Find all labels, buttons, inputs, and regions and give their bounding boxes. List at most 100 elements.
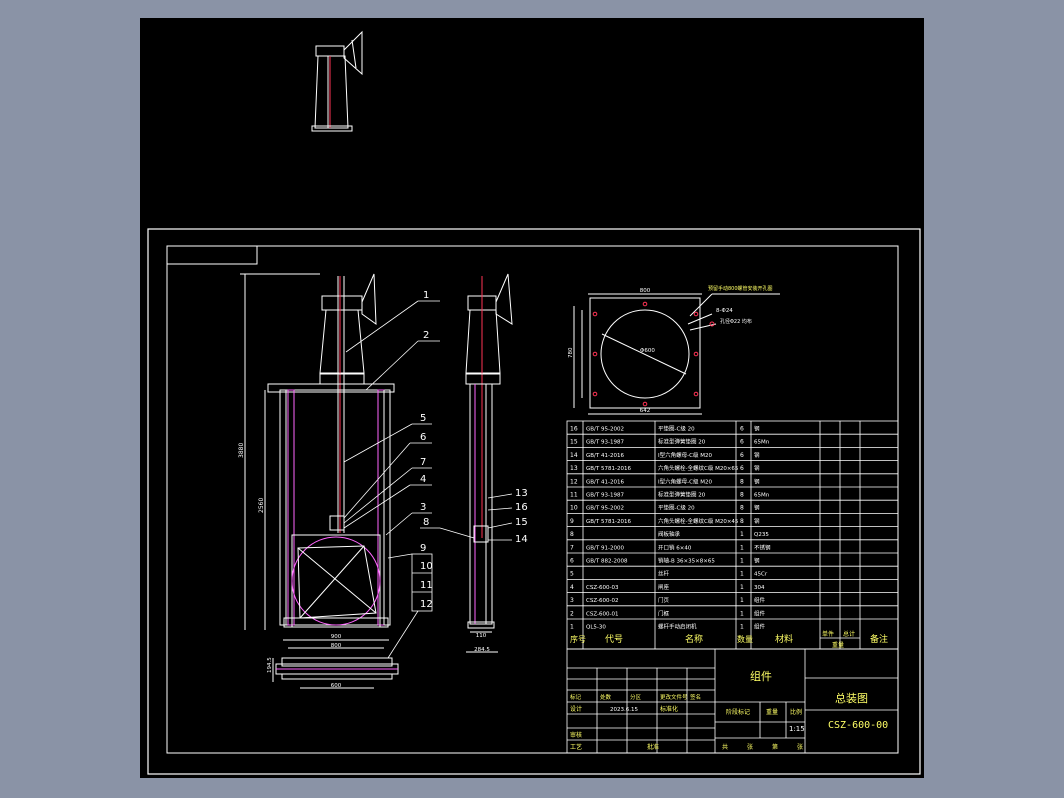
bom-cell-material: 组件 [754,609,766,617]
bom-cell-no: 13 [570,465,578,472]
bom-cell-code: GB/T 93-1987 [586,493,624,499]
title-standard-label: 标准化 [660,705,678,713]
bom-cell-material: 钢 [754,504,760,512]
bom-cell-code: GB/T 41-2016 [586,453,624,459]
bom-cell-code: CSZ-600-02 [586,598,618,604]
bom-header-total: 总计 [843,630,855,638]
bom-cell-no: 15 [570,439,578,446]
bom-cell-material: 304 [754,585,765,591]
dim-bottom-width-1: 900 [331,634,342,640]
title-header-cell: 更改文件号 [660,693,688,701]
bom-cell-name: 标准型弹簧垫圈 20 [658,491,706,499]
bom-cell-no: 12 [570,478,578,485]
bom-cell-name: 开口销 6×40 [658,543,692,551]
bom-cell-material: 钢 [754,451,760,459]
bom-cell-name: 平垫圈-C级 20 [658,504,695,512]
title-header-cell: 分区 [630,693,642,701]
balloon-number: 12 [420,599,433,610]
corner-tag-box [166,245,258,265]
balloon-number: 1 [423,290,429,301]
title-scale-label: 比例 [790,708,802,716]
bom-header-weight: 重量 [832,641,844,649]
bom-cell-no: 5 [570,571,574,578]
bom-cell-qty: 6 [740,465,744,472]
bom-header-name: 名称 [685,633,703,645]
bom-header-code: 代号 [605,634,623,645]
balloon-number: 3 [420,502,426,513]
bom-cell-material: 钢 [754,517,760,525]
bom-header-remark: 备注 [870,633,888,645]
balloon-number: 5 [420,413,426,424]
bom-header-material: 材料 [775,633,793,645]
title-header-cell: 标记 [570,693,582,701]
bom-table [566,420,899,754]
front-view [240,273,399,689]
bom-cell-qty: 6 [740,426,744,433]
bom-cell-qty: 8 [740,492,744,499]
bom-cell-qty: 1 [740,610,744,617]
bom-cell-no: 4 [570,584,574,591]
dim-side-depth: 284.5 [474,647,490,653]
title-stage-label: 阶段标记 [726,708,750,716]
bom-cell-code: GB/T 95-2002 [586,506,624,512]
inner-frame [166,245,899,754]
bom-cell-material: 组件 [754,596,766,604]
bom-cell-no: 16 [570,426,578,433]
bom-cell-material: 钢 [754,464,760,472]
bom-header-unit: 单件 [822,630,834,638]
bom-cell-name: 螺杆手动启闭机 [658,623,697,631]
bom-cell-name: I型六角螺母-C级 M20 [658,477,712,485]
bom-cell-code: GB/T 5781-2016 [586,519,631,525]
bom-cell-code: CSZ-600-01 [586,611,618,617]
flange-view [573,293,780,415]
balloon-number: 10 [420,561,433,572]
balloon-number: 2 [423,330,429,341]
flange-note: 预留手动800螺管安装开孔图 [708,286,773,292]
bom-cell-material: 45Cr [754,572,768,578]
bom-cell-name: 六角头螺栓-全螺纹C级 M20×65 [658,464,739,472]
dim-hole-note: 孔径Φ22 均布 [720,318,752,325]
title-sheet-label: 张 [747,743,753,751]
bom-header-qty: 数量 [737,634,753,644]
dim-hole-size: 8-Φ24 [716,308,733,314]
bom-cell-qty: 1 [740,624,744,631]
bom-cell-code: GB/T 91-2000 [586,545,624,551]
dim-flange-width-bottom: 642 [640,408,651,414]
title-header-cell: 签名 [690,693,701,701]
bom-cell-name: I型六角螺母-C级 M20 [658,451,712,459]
balloon-number: 6 [420,432,426,443]
bom-cell-no: 7 [570,544,574,551]
title-design-date: 2023.6.15 [610,707,638,713]
dim-overall-height: 3880 [238,443,245,458]
bom-cell-qty: 8 [740,478,744,485]
balloon-leaders [343,300,513,659]
bom-cell-material: Q235 [754,532,769,538]
balloon-number: 8 [423,517,429,528]
dim-bottom-width-2: 800 [331,643,342,649]
bom-cell-name: 丝杆 [658,570,670,578]
balloon-number: 15 [515,517,528,528]
bom-cell-code: CSZ-600-03 [586,585,619,591]
bom-cell-qty: 1 [740,544,744,551]
bom-cell-qty: 1 [740,571,744,578]
balloon-number: 16 [515,502,528,513]
bom-cell-qty: 1 [740,597,744,604]
dim-flange-height: 780 [568,347,574,358]
dim-plan-depth: 194.5 [267,657,273,673]
bom-cell-code: GB/T 95-2002 [586,427,624,433]
bom-cell-material: 钢 [754,557,760,565]
title-approve-label: 批准 [647,743,659,751]
dim-bore: Φ600 [640,348,655,354]
title-sheet-label: 张 [797,743,803,751]
bom-cell-name: 闸座 [658,583,670,591]
balloon-number: 11 [420,580,433,591]
title-weight-label: 重量 [766,708,778,716]
bom-cell-no: 8 [570,531,574,538]
bom-cell-material: 钢 [754,477,760,485]
bom-cell-no: 1 [570,624,574,631]
bom-cell-name: 门框 [658,609,670,617]
balloon-number: 4 [420,474,426,485]
title-block-drawing-title: 总装图 [835,692,868,705]
